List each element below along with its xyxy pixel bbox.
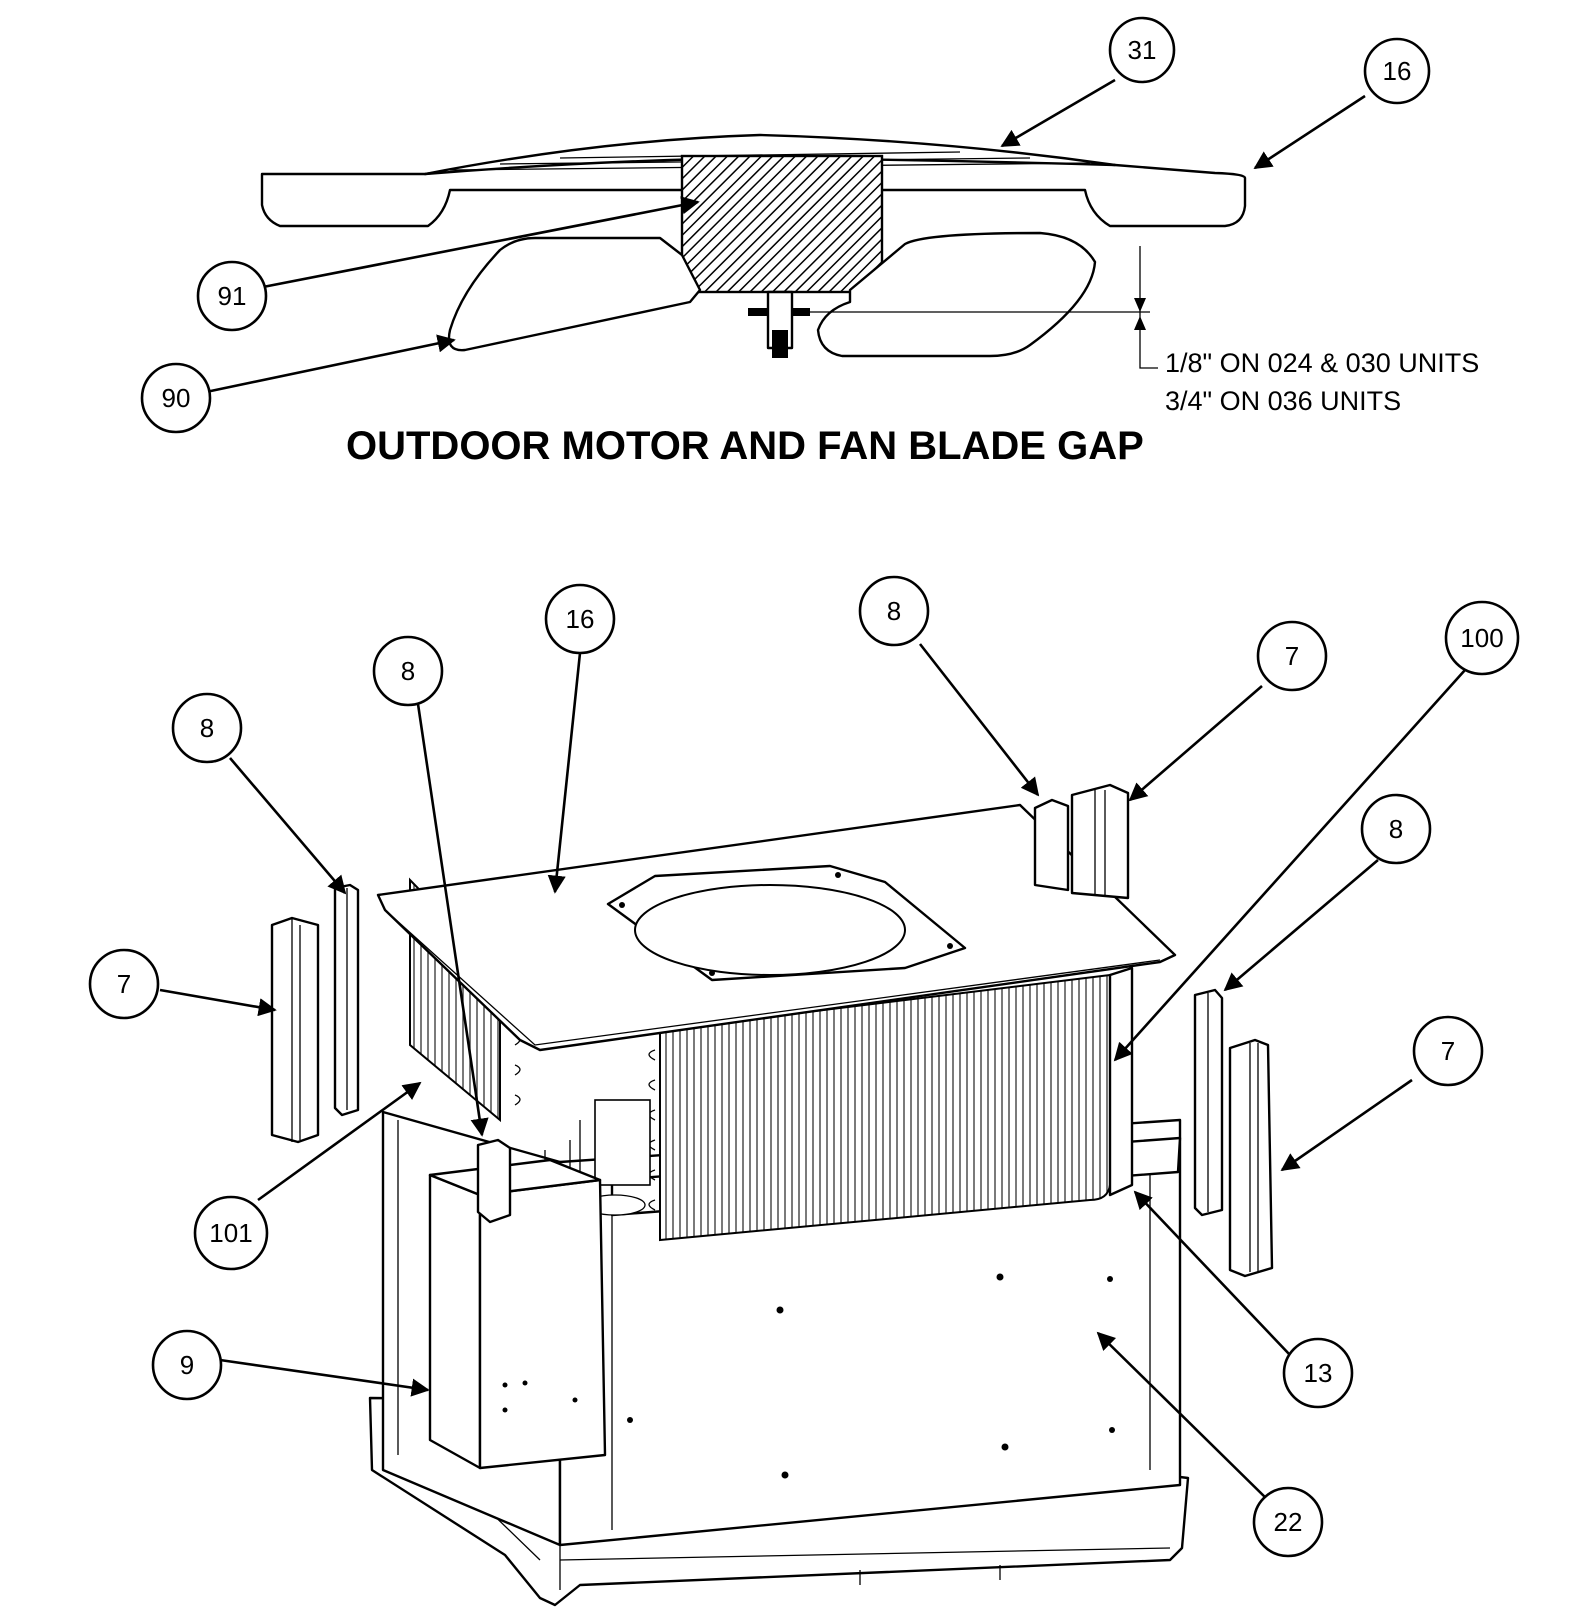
svg-text:91: 91 — [218, 281, 247, 311]
callout-90: 90 — [140, 362, 212, 434]
diagram-heading: OUTDOOR MOTOR AND FAN BLADE GAP — [346, 424, 1144, 468]
fan-blade-right — [816, 231, 1097, 358]
callout-7-upper-right: 7 — [1256, 620, 1328, 692]
svg-text:31: 31 — [1128, 35, 1157, 65]
callout-8-upper-right: 8 — [858, 575, 930, 647]
corner-post-7-upper-right — [1070, 783, 1130, 900]
corner-post-7-right — [1228, 1038, 1274, 1278]
svg-text:101: 101 — [209, 1218, 252, 1248]
unit-assembly: 16 8 8 7 101 9 8 7 100 8 7 — [88, 575, 1520, 1607]
callout-13: 13 — [1282, 1337, 1354, 1409]
svg-text:7: 7 — [1441, 1036, 1455, 1066]
svg-text:8: 8 — [1389, 814, 1403, 844]
callout-31: 31 — [1108, 16, 1176, 84]
panel-screws — [627, 1273, 1115, 1479]
fan-blade-left — [447, 236, 702, 352]
svg-text:22: 22 — [1274, 1507, 1303, 1537]
fan-motor-detail: 1/8" ON 024 & 030 UNITS 3/4" ON 036 UNIT… — [140, 16, 1479, 468]
gap-note-line1: 1/8" ON 024 & 030 UNITS — [1165, 348, 1479, 378]
callout-22: 22 — [1252, 1486, 1324, 1558]
callout-8-right: 8 — [1360, 793, 1432, 865]
svg-text:16: 16 — [566, 604, 595, 634]
callout-9: 9 — [151, 1329, 223, 1401]
svg-text:9: 9 — [180, 1350, 194, 1380]
gap-note-line2: 3/4" ON 036 UNITS — [1165, 386, 1401, 416]
svg-text:90: 90 — [162, 383, 191, 413]
coil-right-end — [1108, 966, 1134, 1197]
top-panel-fan-opening — [634, 884, 906, 976]
top-panel-edge — [384, 909, 1161, 1046]
callout-7-left: 7 — [88, 948, 160, 1020]
svg-text:16: 16 — [1383, 56, 1412, 86]
callout-16-main: 16 — [544, 583, 616, 655]
control-box — [428, 1173, 482, 1470]
corner-post-7-left — [270, 916, 320, 1144]
gap-note-leader — [1139, 356, 1158, 369]
callout-8-left: 8 — [171, 692, 243, 764]
control-box-front — [478, 1178, 607, 1470]
motor — [680, 154, 884, 294]
svg-text:7: 7 — [117, 969, 131, 999]
callout-8-center: 8 — [372, 635, 444, 707]
svg-text:8: 8 — [200, 713, 214, 743]
fan-shaft-nut — [772, 330, 788, 358]
corner-post-center — [476, 1138, 512, 1224]
callout-100: 100 — [1444, 600, 1520, 676]
callout-16-top: 16 — [1363, 37, 1431, 105]
svg-text:100: 100 — [1460, 623, 1503, 653]
svg-text:8: 8 — [887, 596, 901, 626]
svg-text:8: 8 — [401, 656, 415, 686]
svg-text:7: 7 — [1285, 641, 1299, 671]
callout-91: 91 — [196, 260, 268, 332]
callout-7-right: 7 — [1412, 1015, 1484, 1087]
svg-text:13: 13 — [1304, 1358, 1333, 1388]
corner-post-8-upper-right — [1033, 798, 1070, 892]
callout-101: 101 — [193, 1195, 269, 1271]
